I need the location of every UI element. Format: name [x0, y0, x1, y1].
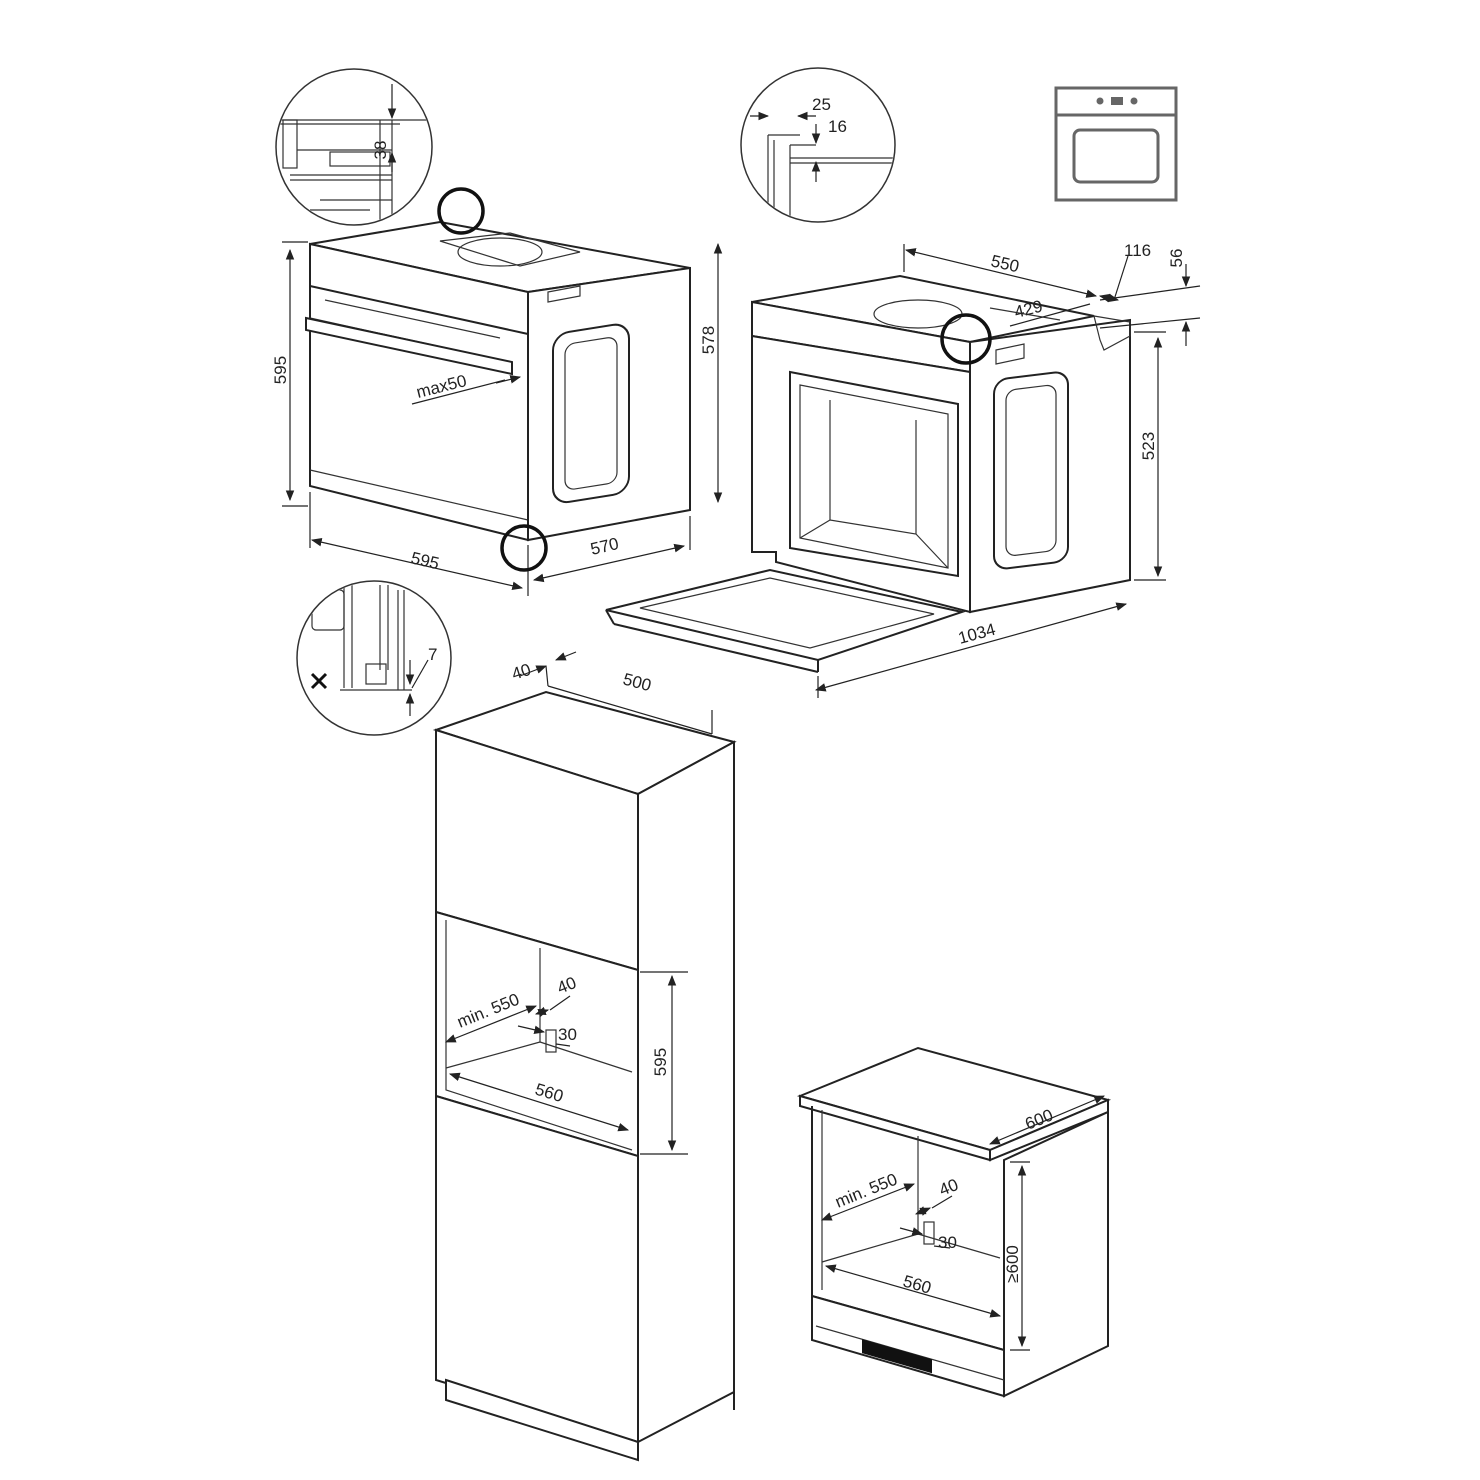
dim-40-under: 40	[936, 1175, 961, 1200]
detail-circle-top-right: 25 16	[740, 67, 896, 223]
vent-grille	[862, 1339, 932, 1374]
dim-550-top: 550	[989, 251, 1021, 276]
dim-595-height: 595	[271, 356, 290, 384]
detail-circle-bottom-left: 7	[296, 580, 452, 736]
dim-523: 523	[1139, 432, 1158, 460]
dim-40-top: 40	[509, 660, 533, 684]
dim-56: 56	[1167, 249, 1186, 268]
dim-30-under: 30	[938, 1233, 957, 1252]
dim-595-niche: 595	[651, 1048, 670, 1076]
dim-min550-under: min. 550	[832, 1170, 900, 1212]
no-cross-icon	[310, 672, 328, 690]
dim-7: 7	[428, 645, 437, 664]
dim-570: 570	[589, 534, 621, 559]
dim-500: 500	[621, 670, 653, 696]
dim-560-under: 560	[901, 1272, 934, 1298]
tall-cabinet: 500 40 min. 550 40 30 560 595	[432, 651, 737, 1462]
oven-open-view: 550 429 116 56 523 1034	[605, 241, 1201, 698]
dim-30-tall: 30	[558, 1025, 577, 1044]
built-in-oven-icon	[1054, 86, 1178, 202]
dim-116: 116	[1124, 241, 1151, 260]
under-counter-cabinet: 600 min. 550 40 30 560 ≥600	[796, 1046, 1112, 1398]
dim-578: 578	[699, 326, 718, 354]
dim-25: 25	[812, 95, 831, 114]
oven-front-view: 595 578 595 570 max50	[271, 187, 723, 596]
dim-595-width: 595	[409, 548, 441, 573]
dim-16: 16	[828, 117, 847, 136]
dim-38: 38	[371, 141, 390, 160]
dim-gte600: ≥600	[1003, 1245, 1022, 1283]
detail-circle-top-left: 38	[275, 68, 433, 226]
dim-1034: 1034	[956, 620, 997, 648]
